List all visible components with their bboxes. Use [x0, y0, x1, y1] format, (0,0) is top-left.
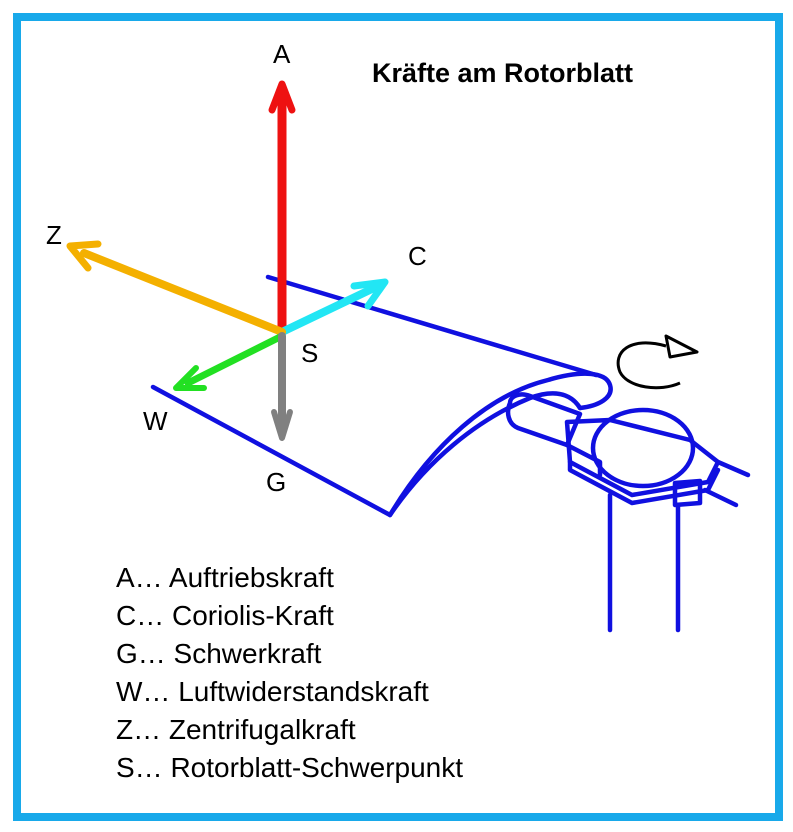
force-arrow-A-head: [268, 80, 296, 114]
legend-item-A: A… Auftriebskraft: [116, 562, 334, 593]
hub-right-arm: [702, 459, 751, 508]
blade-root-outer: [387, 371, 613, 518]
blade-trailing-edge: [150, 384, 393, 518]
legend-item-G: G… Schwerkraft: [116, 638, 322, 669]
hub-block: [672, 478, 703, 508]
legend-item-C: C… Coriolis-Kraft: [116, 600, 334, 631]
hub-left-face: [564, 442, 603, 478]
legend: A… Auftriebskraft C… Coriolis-Kraft G… S…: [116, 559, 463, 787]
hub-lower-band: [567, 459, 721, 506]
blade-leading-edge: [265, 274, 599, 378]
hub-upper-box: [564, 417, 721, 498]
diagram-title: Kräfte am Rotorblatt: [372, 58, 634, 88]
force-arrow-Z-head: [66, 240, 102, 272]
hub-dome: [590, 407, 696, 489]
force-arrow-W-head: [173, 365, 207, 391]
label-W: W: [143, 406, 168, 436]
force-arrow-C: [278, 283, 380, 336]
diagram-frame: [13, 13, 783, 821]
label-Z: Z: [46, 220, 62, 250]
label-S: S: [301, 338, 319, 368]
label-C: C: [408, 241, 427, 271]
force-arrow-G-head: [271, 409, 293, 441]
legend-item-S: S… Rotorblatt-Schwerpunkt: [116, 752, 464, 783]
rotation-arrow-icon: [616, 334, 699, 390]
force-arrow-Z: [80, 249, 286, 336]
force-arrow-W: [184, 332, 286, 387]
force-arrow-C-head: [350, 278, 389, 310]
legend-item-W: W… Luftwiderstandskraft: [116, 676, 429, 707]
label-G: G: [266, 467, 287, 497]
label-A: A: [273, 39, 291, 69]
blade-grip: [505, 392, 583, 448]
legend-item-Z: Z… Zentrifugalkraft: [116, 714, 356, 745]
